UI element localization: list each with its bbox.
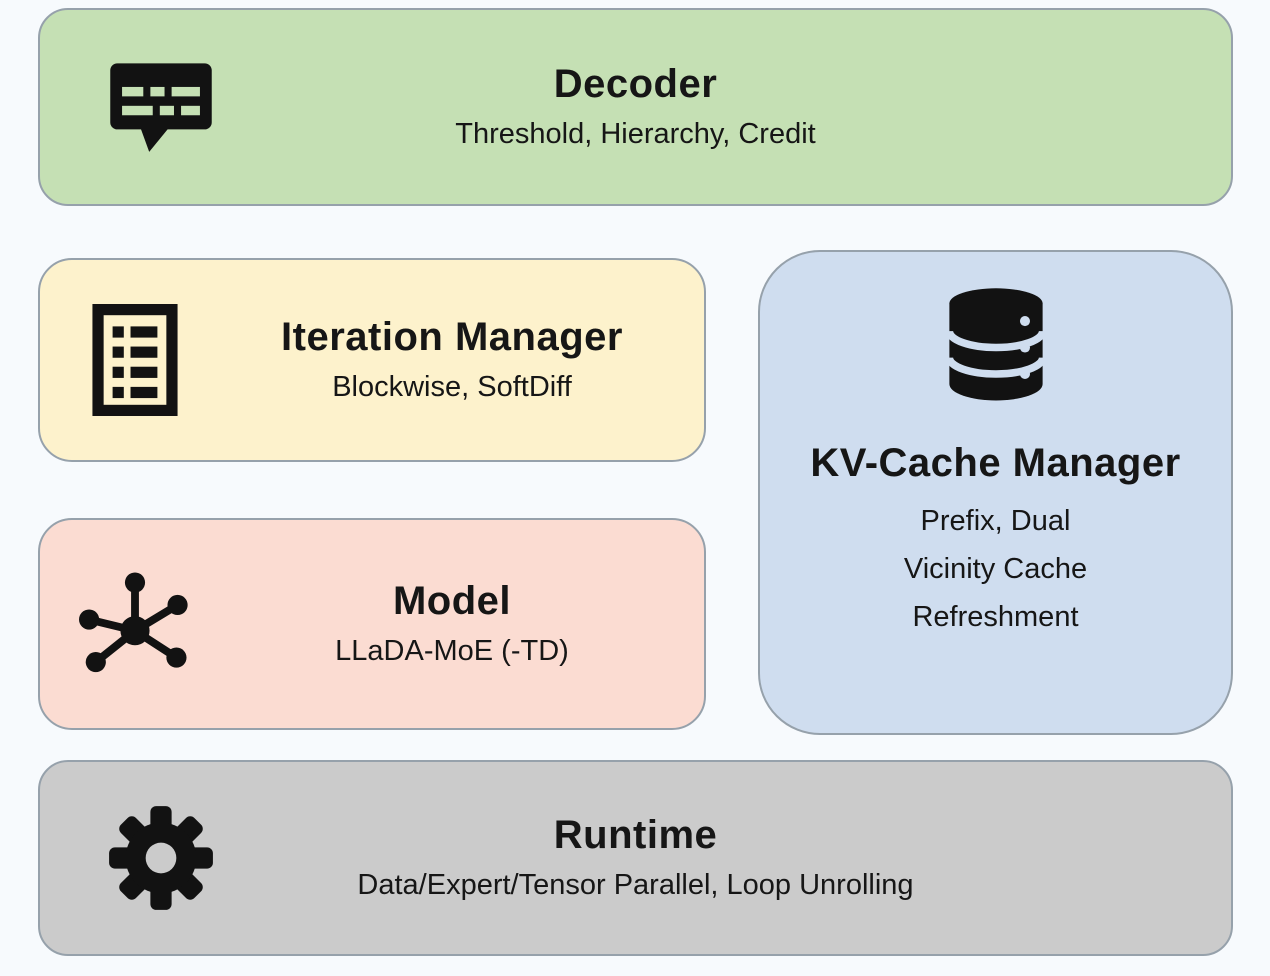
kv-cache-manager-subtitle: Prefix, Dual Vicinity Cache Refreshment — [904, 498, 1087, 642]
decoder-title: Decoder — [553, 62, 718, 107]
iteration-manager-block: Iteration Manager Blockwise, SoftDiff — [38, 258, 706, 462]
decoder-block: Decoder Threshold, Hierarchy, Credit — [38, 8, 1233, 206]
iteration-manager-subtitle: Blockwise, SoftDiff — [332, 371, 572, 404]
runtime-title: Runtime — [553, 813, 718, 858]
runtime-subtitle: Data/Expert/Tensor Parallel, Loop Unroll… — [357, 869, 914, 902]
runtime-text: Runtime Data/Expert/Tensor Parallel, Loo… — [40, 810, 1231, 905]
decoder-subtitle: Threshold, Hierarchy, Credit — [455, 118, 816, 151]
model-text: Model LLaDA-MoE (-TD) — [230, 576, 704, 671]
iteration-manager-text: Iteration Manager Blockwise, SoftDiff — [230, 312, 704, 407]
gear-icon — [102, 799, 220, 917]
model-subtitle: LLaDA-MoE (-TD) — [335, 635, 569, 668]
caption-bubble-icon — [102, 48, 220, 166]
database-icon — [933, 282, 1059, 408]
kv-cache-manager-block: KV-Cache Manager Prefix, Dual Vicinity C… — [758, 250, 1233, 735]
model-block: Model LLaDA-MoE (-TD) — [38, 518, 706, 730]
kv-subtitle-line-3: Refreshment — [912, 600, 1079, 633]
iteration-manager-title: Iteration Manager — [281, 315, 623, 360]
kv-subtitle-line-2: Vicinity Cache — [903, 552, 1088, 585]
runtime-block: Runtime Data/Expert/Tensor Parallel, Loo… — [38, 760, 1233, 956]
kv-subtitle-line-1: Prefix, Dual — [920, 505, 1071, 537]
model-title: Model — [392, 579, 512, 624]
network-icon — [40, 568, 230, 680]
decoder-text: Decoder Threshold, Hierarchy, Credit — [40, 59, 1231, 154]
kv-cache-manager-title: KV-Cache Manager — [810, 441, 1181, 485]
checklist-icon — [40, 304, 230, 416]
